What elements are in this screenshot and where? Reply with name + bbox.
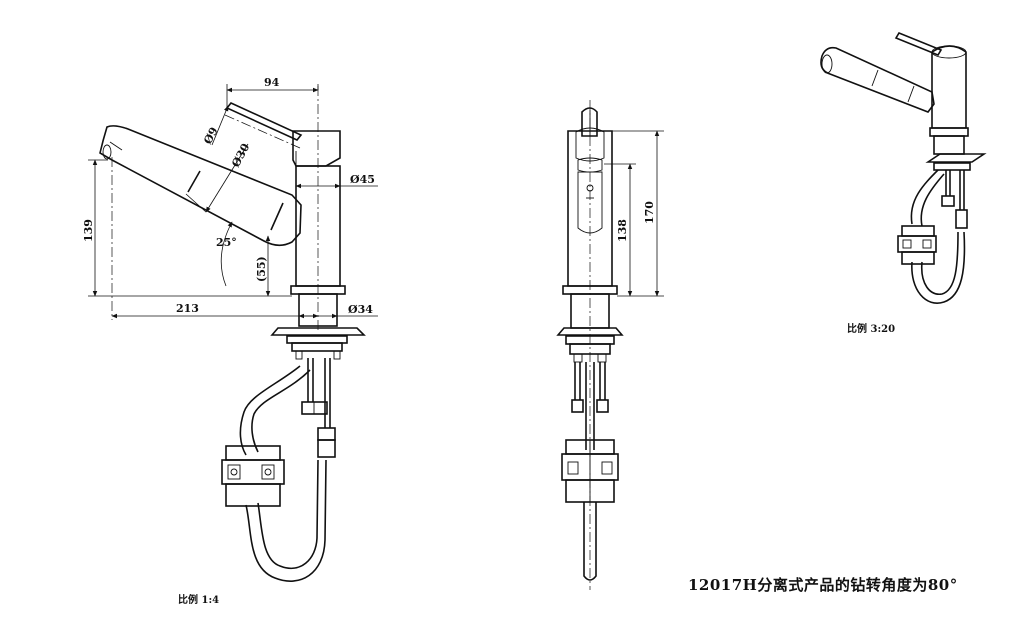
dim-dia30-label: Ø30 [229, 141, 252, 169]
iso-spout [820, 46, 935, 113]
dim-dia9-label: Ø9 [201, 125, 221, 146]
front-view: 138 170 [556, 100, 664, 590]
front-rods [571, 362, 609, 450]
iso-hose [910, 169, 966, 304]
pull-out-hose [239, 365, 327, 582]
drawing-caption: 12017H分离式产品的钻转角度为80° [688, 576, 958, 594]
iso-base [925, 153, 987, 229]
hose-weight [221, 445, 285, 507]
scale-label-iso: 比例 3:20 [847, 324, 896, 335]
dim-139-label: 139 [82, 219, 95, 242]
dim-170-label: 170 [643, 201, 656, 224]
base-plate [270, 327, 366, 360]
isometric-view [820, 32, 987, 304]
lever-handle [225, 102, 303, 141]
dim-138-label: 138 [616, 219, 629, 242]
iso-weight [897, 225, 937, 265]
dim-55-label: (55) [255, 256, 268, 282]
scale-label-front: 比例 1:4 [178, 595, 220, 606]
iso-lever [894, 32, 943, 56]
side-view: 94 Ø9 Ø30 Ø45 139 25° (55) 213 Ø34 [82, 76, 378, 582]
iso-body [929, 45, 969, 155]
dim-dia45-label: Ø45 [350, 173, 375, 186]
spout [99, 125, 302, 247]
dim-angle25-label: 25° [216, 236, 237, 249]
supply-rods [301, 358, 336, 458]
front-hose [583, 502, 597, 581]
dim-213-label: 213 [176, 302, 199, 315]
dim-94-label: 94 [264, 76, 280, 89]
dim-dia34-label: Ø34 [348, 303, 373, 316]
